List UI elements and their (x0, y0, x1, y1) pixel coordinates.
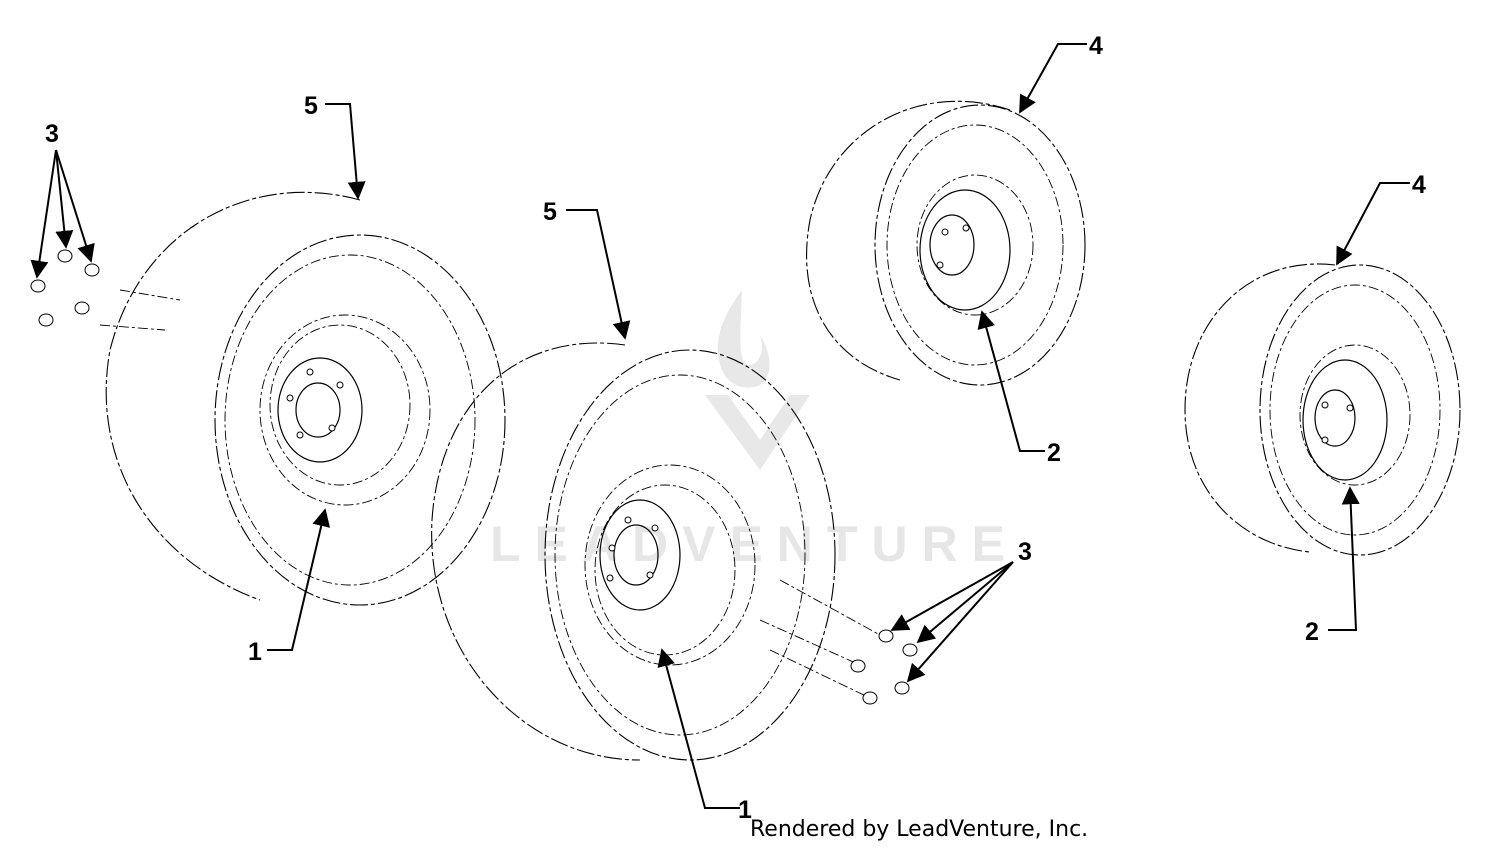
callout-1-left: 1 (248, 638, 262, 666)
leader-lines (30, 43, 1410, 809)
front-wheel-right (1184, 263, 1461, 556)
lug-nuts-right (850, 629, 918, 705)
callout-5-left: 5 (304, 92, 318, 120)
callout-5-center: 5 (543, 198, 557, 226)
watermark-logo (705, 290, 810, 470)
rear-wheel-center (431, 342, 881, 761)
lug-nuts-left (30, 249, 100, 327)
rendered-by-credit: Rendered by LeadVenture, Inc. (750, 817, 1088, 842)
callout-3-right: 3 (1018, 538, 1032, 566)
watermark-text: LEADVENTURE (490, 516, 1019, 572)
rear-wheel-left (99, 191, 506, 606)
callout-2-right: 2 (1305, 618, 1319, 646)
callout-4-right: 4 (1412, 171, 1426, 199)
callout-3-left: 3 (45, 120, 59, 148)
callout-2-center: 2 (1047, 439, 1061, 467)
callout-labels: 5 5 4 4 3 3 1 1 2 2 (45, 32, 1426, 824)
callout-1-center: 1 (738, 796, 752, 824)
front-wheel-center (806, 100, 1086, 386)
callout-4-center: 4 (1089, 32, 1103, 60)
